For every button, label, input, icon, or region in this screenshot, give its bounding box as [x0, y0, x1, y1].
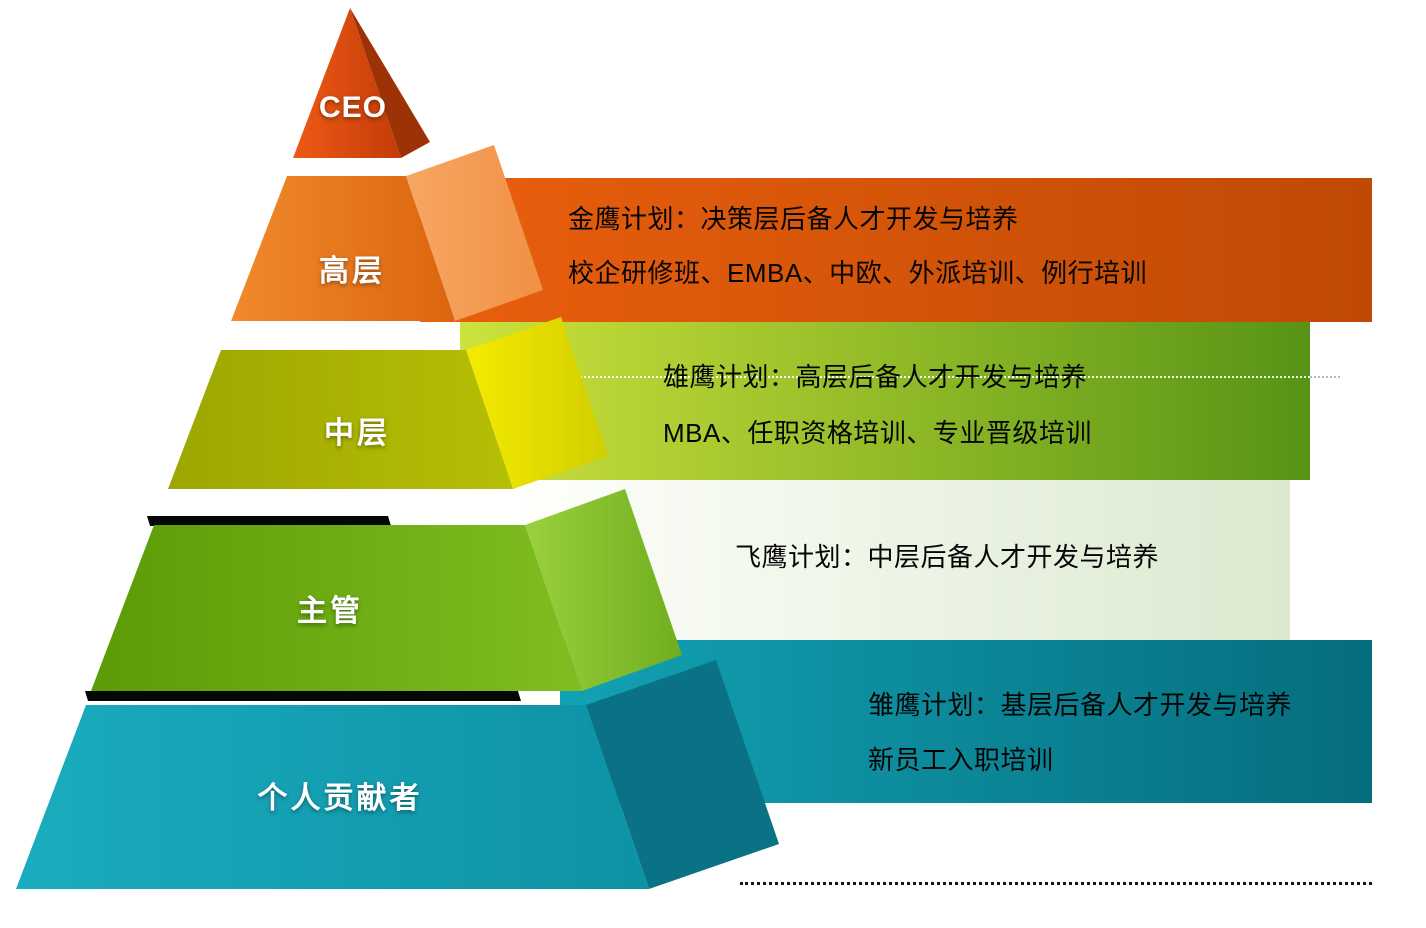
band-golden-eagle: [420, 178, 1372, 322]
pyramid-label-individual: 个人贡献者: [257, 782, 423, 815]
golden-eagle-plan-line: 金鹰计划：决策层后备人才开发与培养: [568, 204, 1019, 234]
pyramid-ceo-side: [350, 8, 430, 158]
tier-shadow-strip-2: [85, 691, 521, 701]
pyramid-ceo-front: [293, 8, 401, 158]
pyramid-label-senior: 高层: [319, 255, 385, 288]
tier-shadow-strip-1: [147, 516, 391, 526]
pyramid-individual-front: [16, 705, 649, 889]
pyramid-middle-front: [168, 350, 513, 489]
pyramid-senior-front: [231, 176, 455, 321]
dotted-line-band2: [575, 376, 1310, 378]
pyramid-graphic: [16, 8, 779, 889]
pyramid-supervisor-front: [91, 525, 582, 691]
pyramid-label-middle: 中层: [324, 417, 390, 450]
young-eagle-courses-line: 新员工入职培训: [868, 745, 1054, 775]
pyramid-supervisor-side: [525, 489, 682, 691]
dotted-line-bottom: [740, 882, 1372, 885]
mighty-eagle-courses-line: MBA、任职资格培训、专业晋级培训: [663, 418, 1092, 448]
pyramid-label-ceo: CEO: [318, 91, 388, 124]
dotted-line-band2-ext: [1310, 376, 1340, 378]
young-eagle-plan-line: 雏鹰计划：基层后备人才开发与培养: [868, 690, 1293, 720]
mighty-eagle-plan-line: 雄鹰计划：高层后备人才开发与培养: [663, 362, 1088, 392]
golden-eagle-courses-line: 校企研修班、EMBA、中欧、外派培训、例行培训: [568, 258, 1148, 288]
pyramid-label-supervisor: 主管: [297, 595, 363, 628]
flying-eagle-plan-line: 飞鹰计划：中层后备人才开发与培养: [735, 542, 1160, 572]
pyramid-individual-side: [586, 660, 779, 889]
pyramid-middle-side: [466, 317, 608, 489]
pyramid-senior-side: [406, 145, 543, 321]
